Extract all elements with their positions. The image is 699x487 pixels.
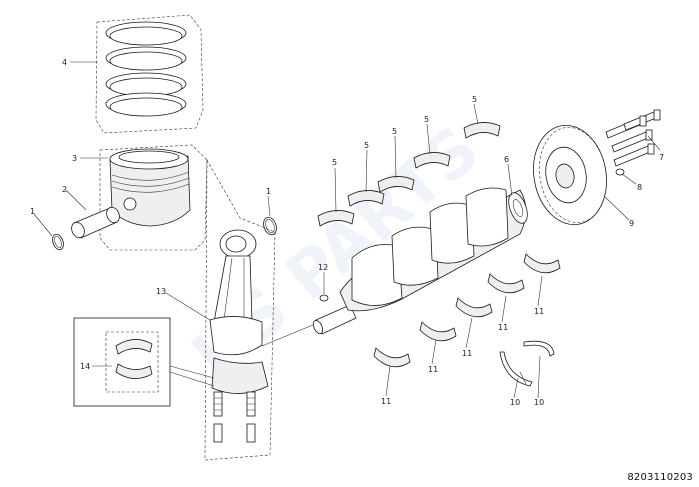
piston	[99, 144, 208, 251]
callout-5-b: 5	[364, 141, 369, 150]
flywheel	[533, 124, 607, 226]
callout-1-left: 1	[30, 207, 35, 216]
callout-4: 4	[62, 58, 67, 67]
crankshaft	[261, 187, 528, 347]
leader-lines	[33, 61, 661, 399]
callout-8: 8	[637, 183, 642, 192]
piston-rings	[95, 14, 204, 134]
callout-9: 9	[629, 219, 634, 228]
dowel-pin	[319, 294, 329, 302]
snap-ring-left	[52, 233, 64, 251]
callouts: 4 3 2 1 1 13 14 12 5 5 5 5 5 6 7 8 9 11 …	[30, 58, 664, 407]
callout-11-c: 11	[462, 349, 472, 358]
piston-pin	[71, 206, 120, 239]
callout-5-d: 5	[424, 115, 429, 124]
callout-1-center: 1	[266, 187, 271, 196]
callout-11-b: 11	[428, 365, 438, 374]
callout-5-a: 5	[332, 158, 337, 167]
flywheel-bolts	[605, 109, 661, 167]
callout-12: 12	[318, 263, 328, 272]
washer	[615, 168, 625, 176]
callout-11-e: 11	[534, 307, 544, 316]
snap-ring-center	[263, 216, 277, 236]
bearing-inset	[73, 317, 215, 407]
callout-10-b: 10	[534, 398, 544, 407]
document-number: 8203110203	[627, 472, 693, 483]
upper-main-bearings	[317, 122, 501, 227]
callout-5-e: 5	[472, 95, 477, 104]
callout-11-a: 11	[381, 397, 391, 406]
callout-3: 3	[72, 154, 77, 163]
callout-10-a: 10	[510, 398, 520, 407]
callout-7: 7	[659, 153, 664, 162]
callout-6: 6	[504, 155, 509, 164]
lower-main-bearings	[373, 253, 561, 368]
thrust-washers	[499, 340, 555, 387]
callout-11-d: 11	[498, 323, 508, 332]
callout-14: 14	[80, 362, 90, 371]
connecting-rod	[204, 158, 276, 461]
callout-13: 13	[156, 287, 166, 296]
callout-2: 2	[62, 185, 67, 194]
callout-5-c: 5	[392, 127, 397, 136]
